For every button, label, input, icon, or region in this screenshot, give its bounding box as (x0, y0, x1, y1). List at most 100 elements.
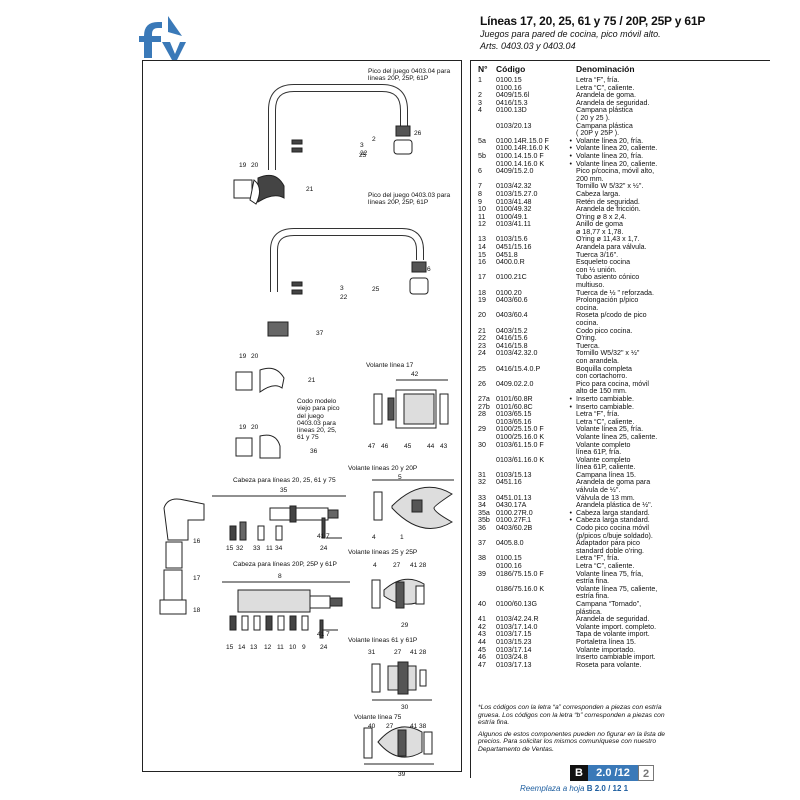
part-number: 17 (193, 575, 201, 582)
part-name: Codo pico cocina. (576, 326, 633, 335)
part-code: 0100.14.15.0 F• (496, 152, 576, 161)
part-no: 32 (478, 478, 486, 487)
part-name: Boquilla completa con cortachorro. (576, 364, 632, 381)
part-code-text: 0103/65.16 (496, 417, 532, 426)
part-name: Arandela de seguridad. (576, 615, 650, 624)
table-row: 27b 0101/60.8C • Inserto cambiable. (478, 402, 778, 412)
part-name: Tuerca de ½ " reforzada. (576, 288, 654, 297)
replaces-note: Reemplaza a hoja B 2.0 / 12 1 (520, 784, 628, 793)
part-code: 0100.15 (496, 76, 576, 85)
part-name: Letra “C”, caliente. (576, 417, 635, 426)
part-no: 15 (478, 250, 486, 259)
part-no: 21 (478, 326, 486, 335)
part-no: 16 (478, 258, 486, 267)
part-code-text: 0409/15.6l (496, 91, 530, 100)
part-code: 0451.8 (496, 250, 576, 260)
part-code: 0403/60.6 (496, 296, 576, 312)
part-name: Cabeza larga. (576, 189, 621, 198)
part-number: 27 (394, 649, 402, 656)
part-code: 0100.20 (496, 289, 576, 298)
part-number: 27 (386, 723, 394, 730)
handle-75 (363, 726, 434, 765)
part-no: 5b (478, 151, 486, 160)
caption-volante-17: Volante línea 17 (366, 362, 414, 369)
part-number: 3 (340, 285, 344, 292)
part-number: 41 (410, 649, 418, 656)
part-code: 0103/15.27.0 (496, 190, 576, 199)
part-code-text: 0101/60.8C (496, 402, 533, 411)
col-header-n: N° (478, 64, 488, 74)
part-name: Letra “F”, fría. (576, 76, 620, 84)
valve-body-16 (159, 498, 205, 615)
part-code: 0100/25.16.0 K (496, 433, 576, 442)
elbow-21-b (235, 367, 285, 393)
part-no: 12 (478, 220, 486, 229)
part-number: 41 (317, 631, 325, 638)
part-code-text: 0403/60.2B (496, 524, 533, 533)
part-code: 0103/17.14.0 (496, 623, 576, 632)
col-header-code: Código (496, 64, 526, 74)
part-no: 47 (478, 660, 486, 669)
part-code-text: 0416/15.4.0.P (496, 364, 541, 373)
part-number: 6 (427, 266, 431, 273)
article-codes: Arts. 0403.03 y 0403.04 (480, 40, 576, 51)
part-no: 30 (478, 440, 486, 449)
part-name: Volante línea 25, caliente. (576, 432, 658, 441)
part-no: 2 (478, 91, 482, 100)
part-name: O'ring. (576, 334, 597, 343)
part-no: 45 (478, 645, 486, 654)
part-code-text: 0100.15 (496, 76, 522, 84)
part-no: 27b (478, 402, 490, 411)
part-number: 34 (275, 545, 283, 552)
footnote-1: *Los códigos con la letra “a” correspond… (478, 704, 665, 726)
part-code-text: 0103/17.15 (496, 630, 532, 639)
part-code: 0100.27F.1• (496, 517, 576, 525)
part-code-text: 0400.0.R (496, 258, 525, 267)
part-number: 10 (289, 644, 297, 651)
part-code-text: 0100/25.15.0 F (496, 425, 544, 434)
part-no: 37 (478, 539, 486, 548)
part-name: Inserto cambiable. (576, 402, 634, 411)
part-number: 20 (251, 162, 259, 169)
bullet-mark: • (569, 402, 572, 411)
table-row: 0100.14R.16.0 K•Volante línea 20, calien… (478, 145, 778, 153)
part-name: Prolongación p/pico cocina. (576, 296, 639, 312)
part-code-text: 0451/15.16 (496, 243, 532, 252)
part-number: 44 (427, 443, 435, 450)
page-header: Líneas 17, 20, 25, 61 y 75 / 20P, 25P y … (480, 14, 770, 52)
part-code: 0103/20.13 (496, 122, 576, 138)
part-code: 0409.02.2.0 (496, 380, 576, 396)
handle-20 (372, 479, 454, 529)
part-code-text: 0103/15.6 (496, 235, 528, 244)
part-number: 5 (398, 474, 402, 481)
part-number: 7 (326, 533, 330, 540)
table-header: N° Código Denominación (478, 64, 778, 75)
part-code: 0400.0.R (496, 258, 576, 274)
part-code: 0103/24.8 (496, 653, 576, 662)
part-code: 0100.16 (496, 562, 576, 571)
part-number: 47 (368, 443, 376, 450)
part-name: Letra “C”, caliente. (576, 562, 635, 570)
part-code: 0100.14.16.0 K• (496, 160, 576, 169)
part-code-text: 0403/15.2 (496, 326, 528, 335)
part-name: Válvula de 13 mm. (576, 493, 635, 502)
part-number: 28 (419, 562, 427, 569)
part-code-text: 0451.8 (496, 250, 518, 259)
part-number: 20 (251, 424, 259, 431)
part-code: 0103/41.48 (496, 198, 576, 207)
part-name: Tornillo W5/32" x ½" con arandela. (576, 349, 640, 365)
part-number: 42 (411, 371, 419, 378)
